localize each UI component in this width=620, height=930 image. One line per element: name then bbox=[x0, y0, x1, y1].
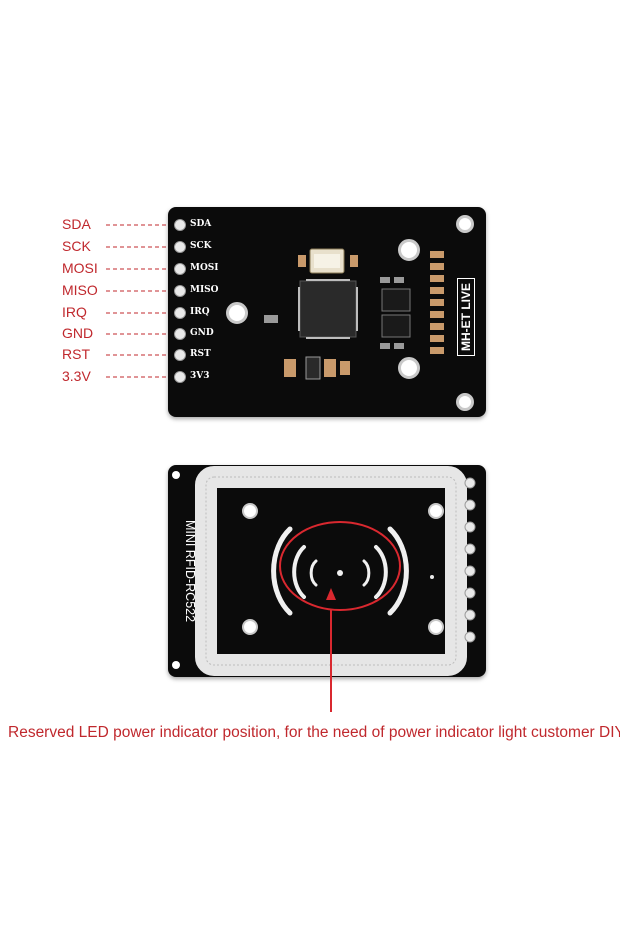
silk-pin-sda: SDA bbox=[190, 219, 212, 229]
pin-label-3v3: 3.3V bbox=[62, 368, 91, 384]
silk-pin-rst: RST bbox=[190, 349, 211, 359]
mounting-hole-front-mid-bottom bbox=[398, 357, 420, 379]
inductor bbox=[381, 288, 411, 312]
smd-component bbox=[305, 356, 321, 380]
silk-pin-mosi: MOSI bbox=[190, 263, 219, 273]
pin-label-sda: SDA bbox=[62, 216, 91, 232]
pin-pad-sck bbox=[174, 241, 186, 253]
smd-resistor bbox=[264, 315, 278, 323]
smd-capacitor bbox=[350, 255, 358, 267]
antenna-hole bbox=[428, 619, 444, 635]
pin-pad-sda bbox=[174, 219, 186, 231]
silk-pin-sck: SCK bbox=[190, 241, 212, 251]
front-components bbox=[264, 248, 444, 380]
pin-pad-irq bbox=[174, 307, 186, 319]
pin-label-miso: MISO bbox=[62, 282, 98, 298]
pin-header-back bbox=[464, 477, 476, 643]
antenna-hole bbox=[242, 503, 258, 519]
pin-pad-miso bbox=[174, 285, 186, 297]
rfid-wave-icon bbox=[271, 526, 409, 616]
led-indicator-caption: Reserved LED power indicator position, f… bbox=[8, 724, 620, 741]
smd-capacitor bbox=[298, 255, 306, 267]
pin-pad-gnd bbox=[174, 328, 186, 340]
pin-label-rst: RST bbox=[62, 346, 90, 362]
mounting-hole-front-bottom-right bbox=[456, 393, 474, 411]
rfid-board-front: SDA SCK MOSI MISO IRQ GND RST 3V3 bbox=[168, 207, 486, 417]
rfid-board-back: MINI RFID-RC522 bbox=[168, 465, 486, 677]
mounting-hole-front-mid-top bbox=[398, 239, 420, 261]
pin-label-sck: SCK bbox=[62, 238, 91, 254]
silk-pin-3v3: 3V3 bbox=[190, 371, 210, 381]
mounting-hole-front-left bbox=[226, 302, 248, 324]
pin-label-irq: IRQ bbox=[62, 304, 87, 320]
inductor bbox=[381, 314, 411, 338]
mounting-hole-front-top-right bbox=[456, 215, 474, 233]
silk-pin-irq: IRQ bbox=[190, 307, 210, 317]
pin-pad-rst bbox=[174, 349, 186, 361]
silk-pin-miso: MISO bbox=[190, 285, 219, 295]
led-position-highlight bbox=[279, 521, 401, 611]
pin-pad-mosi bbox=[174, 263, 186, 275]
pointer-arrowhead bbox=[326, 588, 336, 600]
antenna-hole bbox=[428, 503, 444, 519]
pin-pad-3v3 bbox=[174, 371, 186, 383]
smd-capacitor bbox=[284, 359, 296, 377]
silk-pin-gnd: GND bbox=[190, 328, 214, 338]
pin-label-gnd: GND bbox=[62, 325, 94, 341]
antenna-hole bbox=[242, 619, 258, 635]
smd-capacitor bbox=[324, 359, 336, 377]
pin-label-mosi: MOSI bbox=[62, 260, 98, 276]
